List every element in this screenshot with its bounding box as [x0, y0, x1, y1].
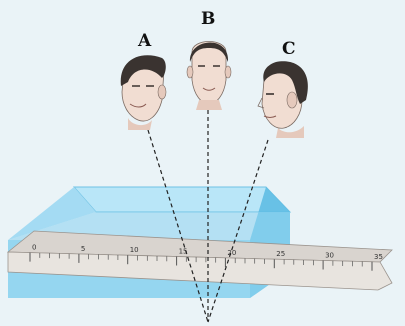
- ruler-tick-label: 25: [276, 250, 285, 258]
- sight-lines: [147, 110, 269, 323]
- observer-b: B: [186, 9, 232, 110]
- ruler-ticks: [29, 252, 373, 271]
- ruler-tick-label: 10: [130, 246, 139, 254]
- ruler-tick-label: 35: [374, 253, 383, 261]
- block-top-face: [72, 186, 292, 213]
- observer-b-head-icon: [186, 41, 232, 110]
- sight-line-a: [147, 129, 209, 323]
- observer-b-label: B: [201, 9, 215, 29]
- ruler-front-face: [7, 251, 393, 291]
- sight-line-c: [207, 139, 269, 323]
- observer-c: C: [257, 39, 308, 138]
- ruler-tick-label: 20: [227, 249, 236, 257]
- observer-c-label: C: [282, 39, 296, 59]
- ruler-tick-label: 0: [32, 244, 36, 252]
- ruler: 0 5 10 15 20 25 30 35: [6, 230, 393, 291]
- observer-c-head-icon: [257, 61, 308, 138]
- block-left-face: [8, 187, 96, 240]
- observer-a-head-icon: [120, 55, 167, 130]
- ruler-tick-label: 5: [81, 245, 85, 253]
- ruler-tick-label: 15: [179, 248, 188, 256]
- observer-a-label: A: [137, 31, 152, 51]
- ruler-tick-labels: 0 5 10 15 20 25 30 35: [32, 244, 383, 261]
- ruler-tick-label: 30: [325, 252, 334, 260]
- observer-a: A: [120, 31, 167, 130]
